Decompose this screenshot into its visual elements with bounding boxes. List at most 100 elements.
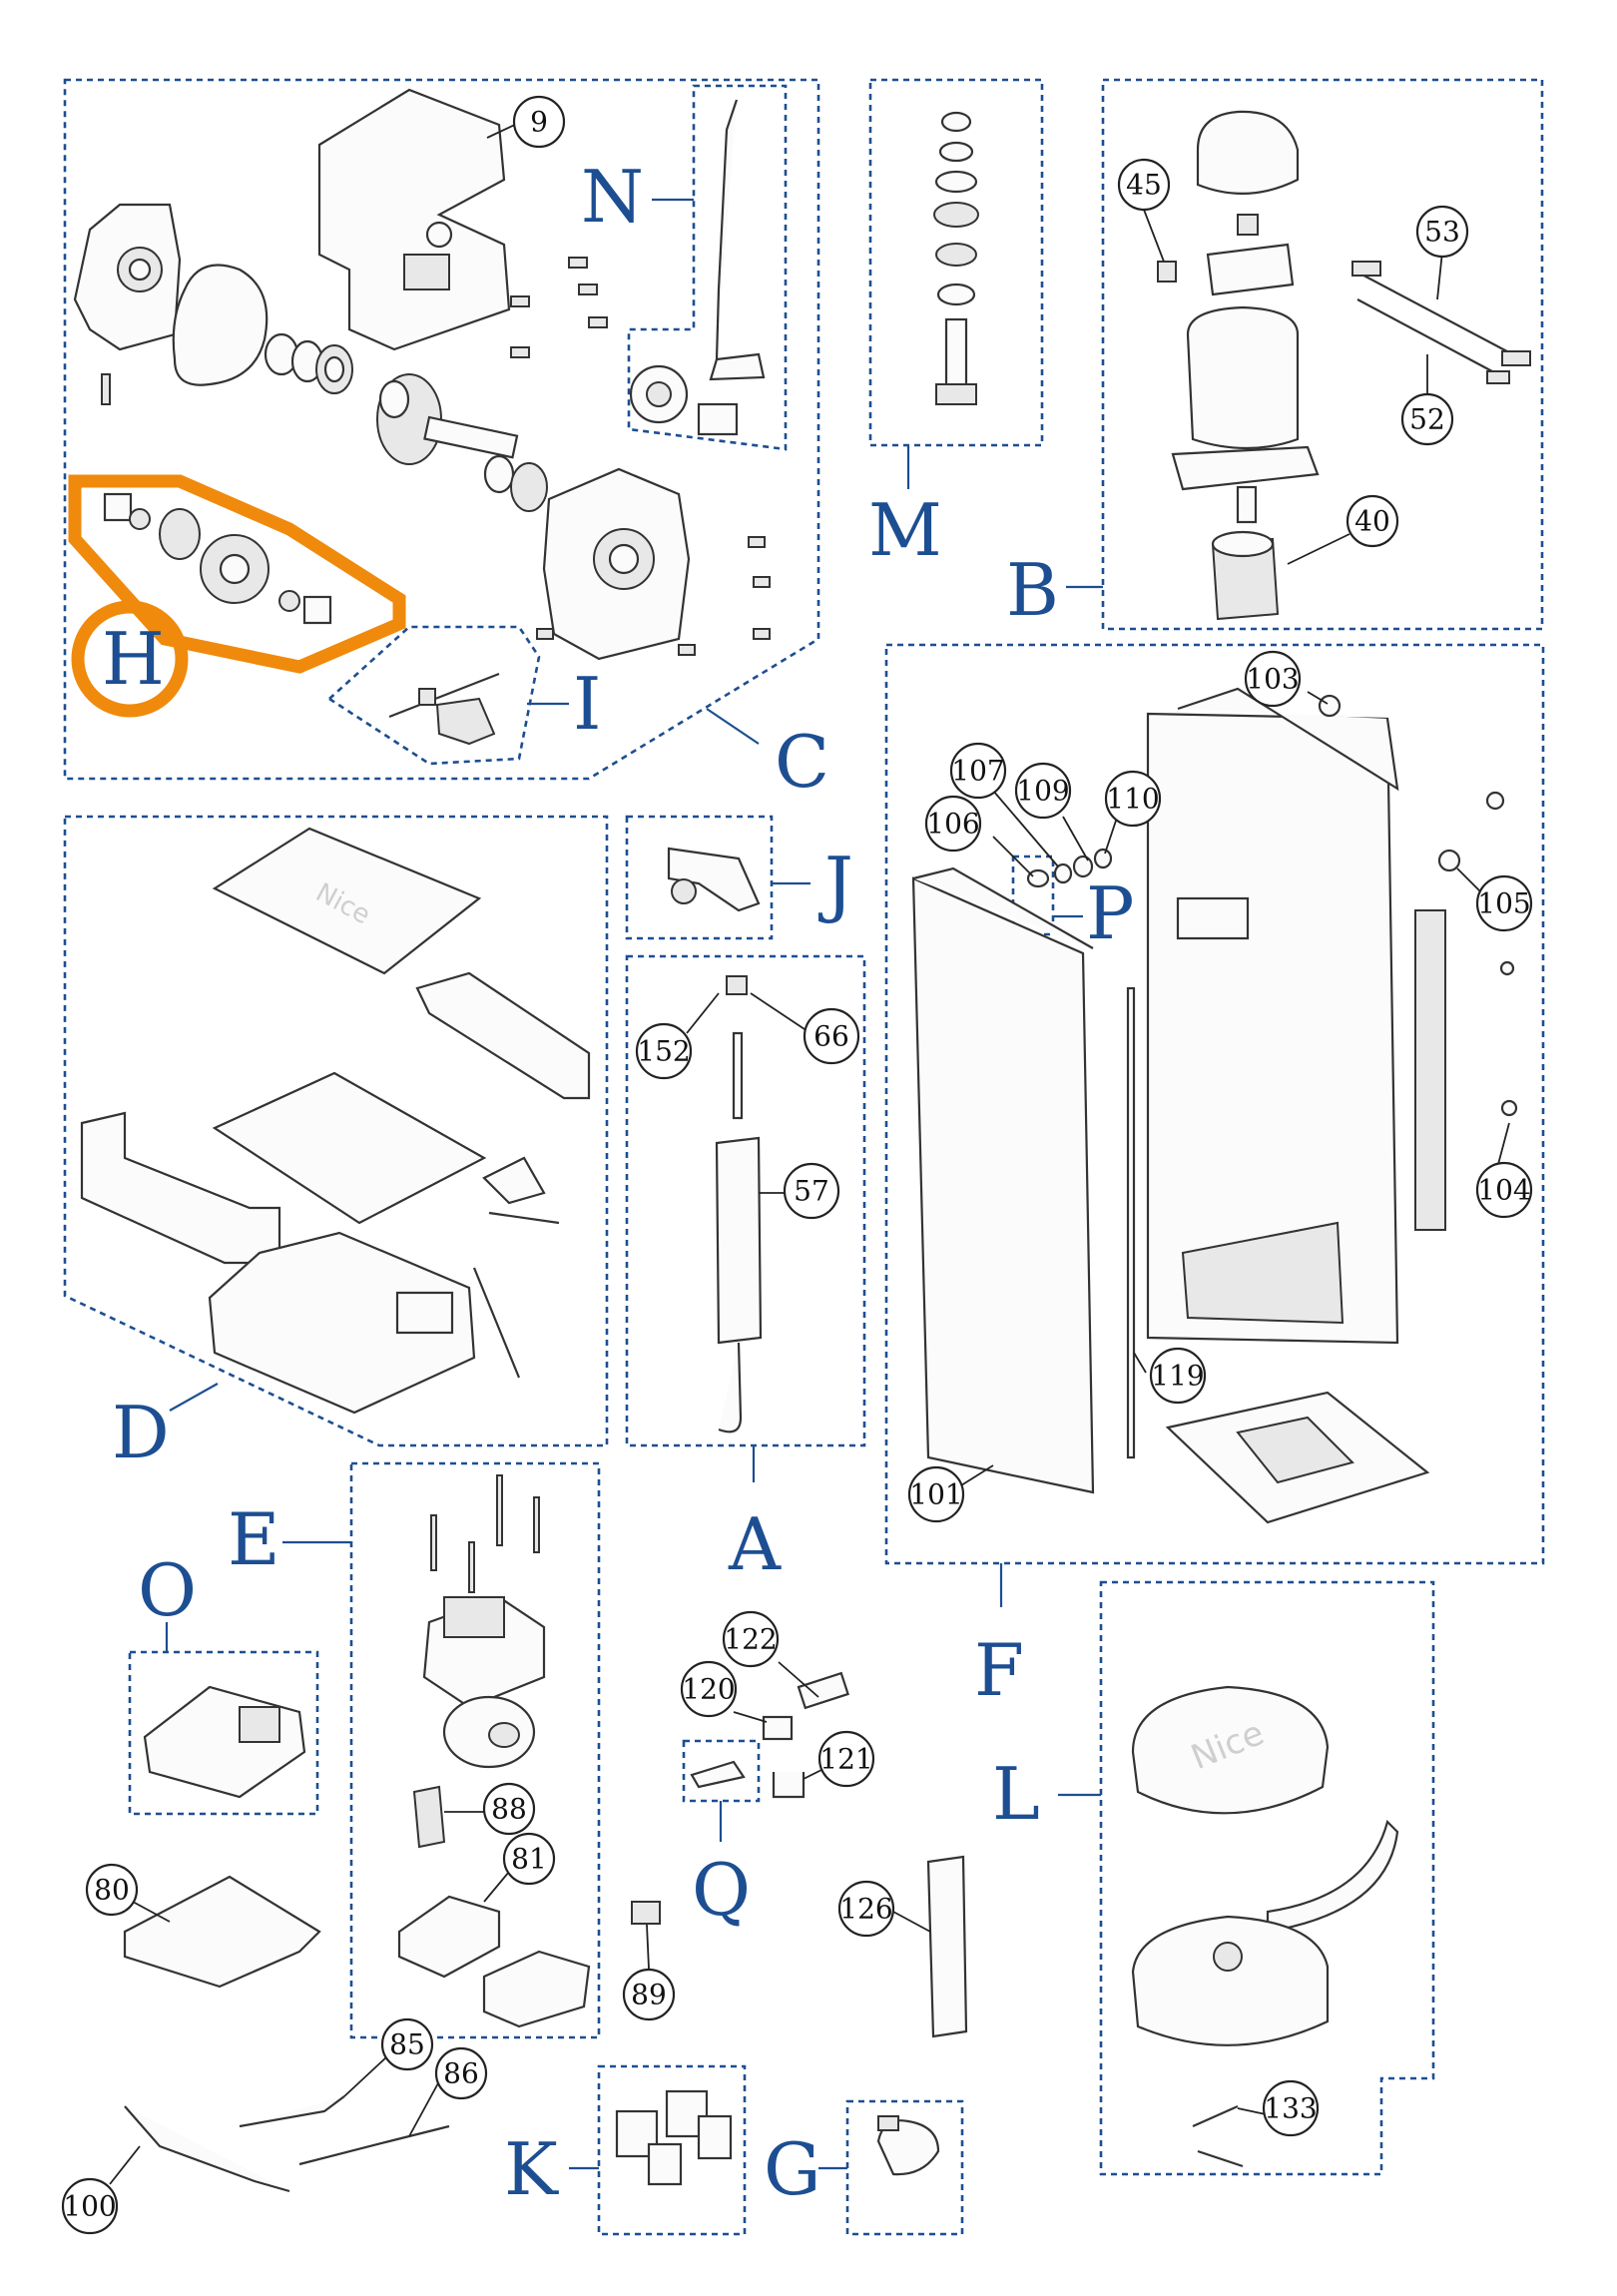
callout-leader-106 <box>992 836 1034 877</box>
spring-57-part <box>715 975 763 1434</box>
callout-109: 109 <box>1014 762 1072 820</box>
spindle-stack-part <box>933 111 979 405</box>
card-holder-81-part <box>397 1895 501 1979</box>
transformer-part <box>422 1595 546 1709</box>
washer-pair-part <box>483 454 548 512</box>
callout-leader-121 <box>803 1768 824 1780</box>
callout-leader-107 <box>992 790 1059 867</box>
callout-152: 152 <box>635 1022 693 1080</box>
callout-89: 89 <box>622 1968 676 2021</box>
pin-133-part <box>1192 2104 1244 2168</box>
callout-107: 107 <box>949 742 1007 800</box>
callout-leader-133 <box>1237 2107 1267 2115</box>
callout-119: 119 <box>1149 1347 1207 1405</box>
callout-leader-100 <box>109 2145 141 2185</box>
callout-85: 85 <box>380 2017 434 2071</box>
reduction-gear-part <box>103 492 332 625</box>
bushing-parts-f <box>1318 694 1518 1117</box>
module-set-k-part <box>615 2089 733 2186</box>
rod-119-part <box>1126 986 1136 1459</box>
callout-40: 40 <box>1346 494 1399 548</box>
callout-45: 45 <box>1117 158 1171 212</box>
group-label-m: M <box>868 488 942 572</box>
callout-100: 100 <box>61 2177 119 2235</box>
photocell-g-part <box>876 2115 940 2176</box>
hardware-set-p-part <box>1026 848 1113 888</box>
callout-leader-122 <box>778 1661 819 1698</box>
svg-text:89: 89 <box>631 1979 667 2011</box>
group-label-k: K <box>504 2127 559 2211</box>
gearbox-cover-part <box>73 203 182 351</box>
lock-barrel-part <box>690 1671 849 1799</box>
motor-cover-part <box>1196 110 1300 296</box>
leader-c <box>706 708 760 745</box>
front-panel-101-part <box>911 866 1095 1494</box>
column-cover-part <box>1146 687 1399 1345</box>
callout-126: 126 <box>837 1880 895 1938</box>
screw-set-c-part <box>101 257 771 656</box>
callout-leader-109 <box>1062 816 1089 861</box>
group-label-b: B <box>1006 548 1059 632</box>
svg-text:40: 40 <box>1354 505 1390 538</box>
svg-text:105: 105 <box>1477 887 1530 920</box>
svg-text:122: 122 <box>724 1623 777 1656</box>
cam-bracket-part <box>667 847 761 912</box>
svg-text:45: 45 <box>1126 169 1162 202</box>
callout-101: 101 <box>907 1465 965 1523</box>
group-o-box <box>128 1650 319 1816</box>
lamp-cover-part: Nice <box>1131 1685 1330 1815</box>
group-label-d: D <box>112 1391 170 1474</box>
lamp-lens-part <box>1266 1819 1399 1934</box>
group-q-box <box>682 1739 761 1803</box>
svg-text:152: 152 <box>637 1035 690 1068</box>
svg-text:101: 101 <box>909 1478 962 1511</box>
svg-text:109: 109 <box>1016 775 1069 808</box>
callout-leader-53 <box>1436 251 1443 300</box>
group-label-o: O <box>138 1548 197 1632</box>
release-lever-part <box>629 99 766 436</box>
callout-81: 81 <box>502 1832 556 1886</box>
group-i-box <box>326 625 541 766</box>
group-label-p: P <box>1086 871 1134 955</box>
limit-switch-part <box>388 672 500 746</box>
svg-text:80: 80 <box>94 1874 130 1907</box>
group-label-f: F <box>974 1628 1024 1712</box>
spring-cup-part <box>1211 530 1280 621</box>
callout-leader-40 <box>1287 533 1350 565</box>
side-strip-right-part <box>415 971 591 1100</box>
bearing-set-part <box>264 332 353 394</box>
callout-leader-81 <box>483 1871 510 1903</box>
motor-part <box>1171 305 1320 524</box>
callout-133: 133 <box>1262 2079 1320 2137</box>
svg-text:88: 88 <box>491 1793 527 1826</box>
highlight-h-outline <box>68 474 406 674</box>
callout-leader-152 <box>686 992 720 1034</box>
callout-122: 122 <box>722 1610 780 1668</box>
group-b-box <box>1101 78 1544 631</box>
group-label-e: E <box>228 1497 280 1581</box>
callout-104: 104 <box>1475 1161 1533 1219</box>
connector-88-part <box>412 1785 446 1849</box>
svg-text:120: 120 <box>682 1673 735 1706</box>
group-label-a: A <box>728 1502 782 1586</box>
svg-text:107: 107 <box>951 755 1004 788</box>
callout-leader-45 <box>1143 209 1165 263</box>
callout-leader-126 <box>892 1911 931 1933</box>
rack-part <box>1414 909 1446 1231</box>
callout-leader-85 <box>343 2055 388 2097</box>
top-cover-part: Nice <box>212 827 482 975</box>
svg-text:110: 110 <box>1106 783 1159 816</box>
cable-100-part <box>124 2105 290 2193</box>
svg-text:104: 104 <box>1477 1174 1530 1207</box>
frame-seal-part <box>212 1071 487 1225</box>
side-strip-left-part <box>80 1111 281 1265</box>
highlight-h-circle <box>71 600 189 718</box>
callout-leader-110 <box>1104 820 1117 855</box>
svg-text:66: 66 <box>813 1020 849 1053</box>
base-plate-part <box>1165 1391 1430 1524</box>
svg-text:106: 106 <box>926 808 979 841</box>
callout-leader-66 <box>750 992 811 1034</box>
base-tray-part <box>208 1231 476 1415</box>
group-label-i: I <box>573 662 601 746</box>
